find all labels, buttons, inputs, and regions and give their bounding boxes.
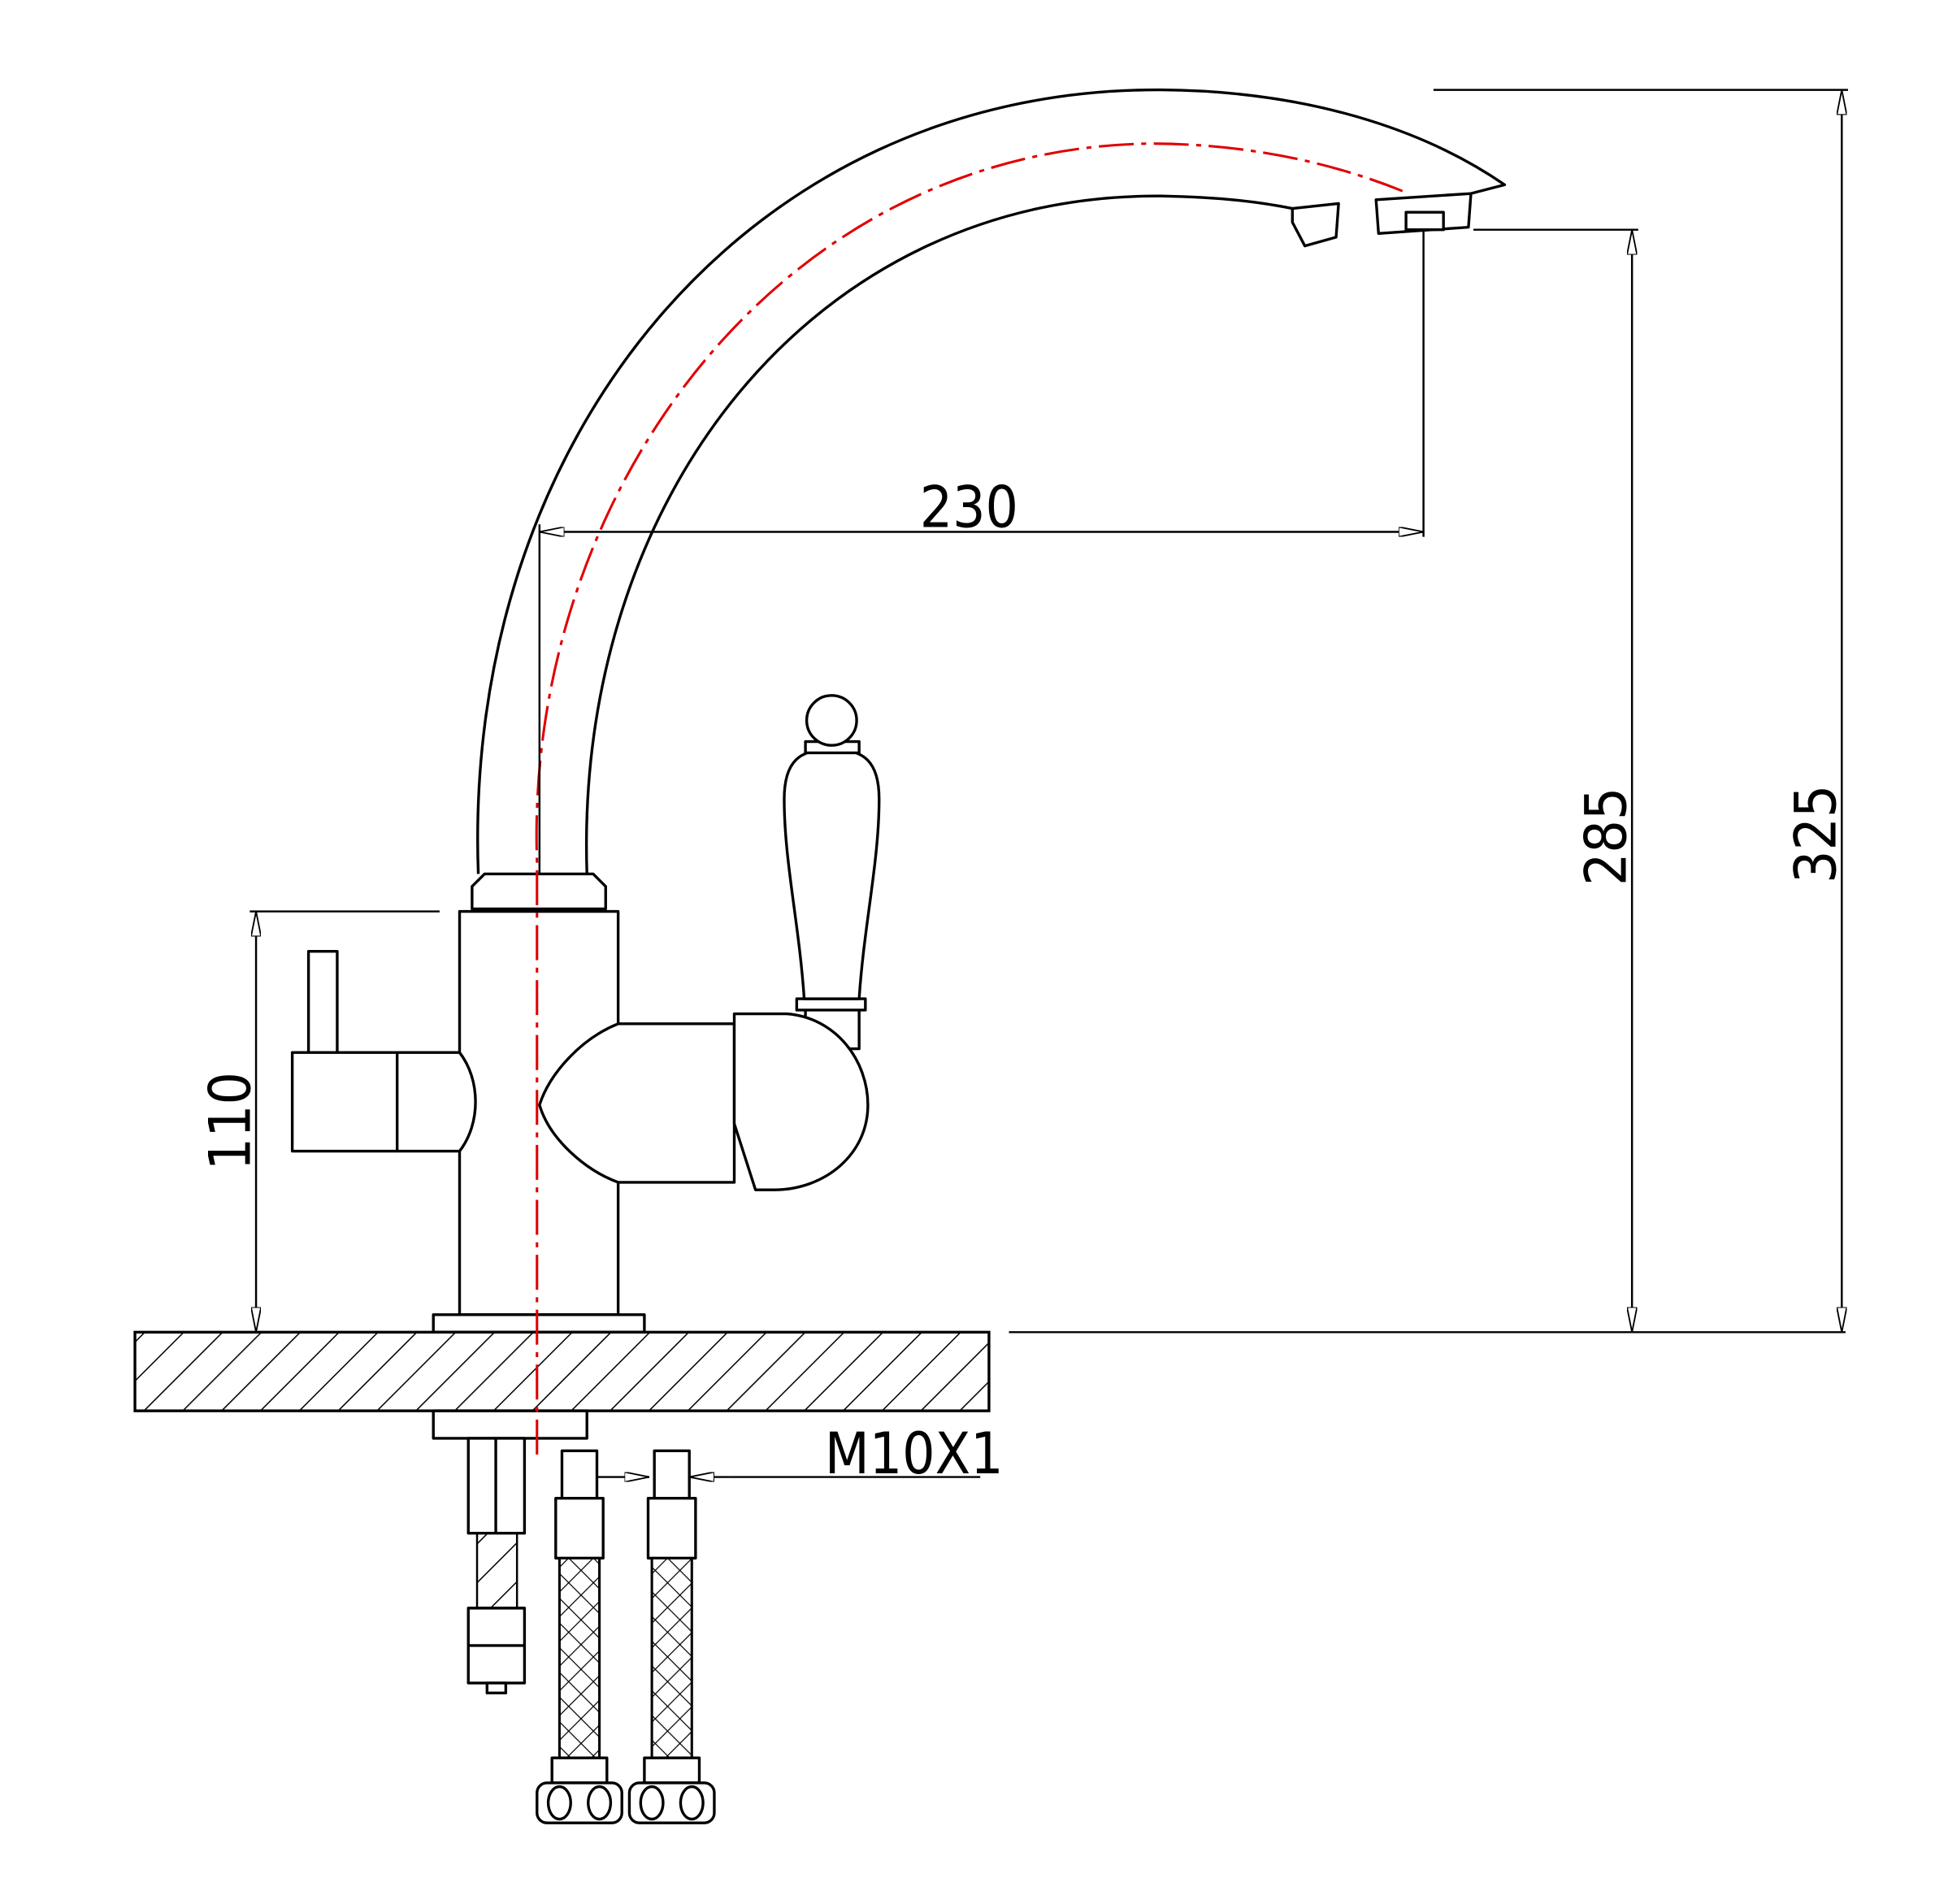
dimension-outlet-height: 285 bbox=[1572, 787, 1639, 886]
dimension-reach: 230 bbox=[920, 473, 1018, 540]
mounting-hardware bbox=[432, 1409, 588, 1695]
dimension-body-height: 110 bbox=[196, 1072, 263, 1170]
supply-hose-right bbox=[627, 1449, 716, 1824]
lever-handle bbox=[783, 748, 881, 1000]
countertop bbox=[133, 1330, 1846, 1412]
nozzle bbox=[1291, 202, 1340, 248]
spout bbox=[476, 88, 1507, 874]
faucet-body bbox=[290, 694, 881, 1334]
thread-label: M10X1 bbox=[825, 1420, 1004, 1487]
supply-hose-left bbox=[536, 1449, 623, 1824]
centerline bbox=[535, 142, 1409, 1455]
dimension-total-height: 325 bbox=[1782, 785, 1850, 883]
dimension-lines bbox=[249, 89, 1848, 1477]
handle-knob bbox=[805, 694, 858, 747]
